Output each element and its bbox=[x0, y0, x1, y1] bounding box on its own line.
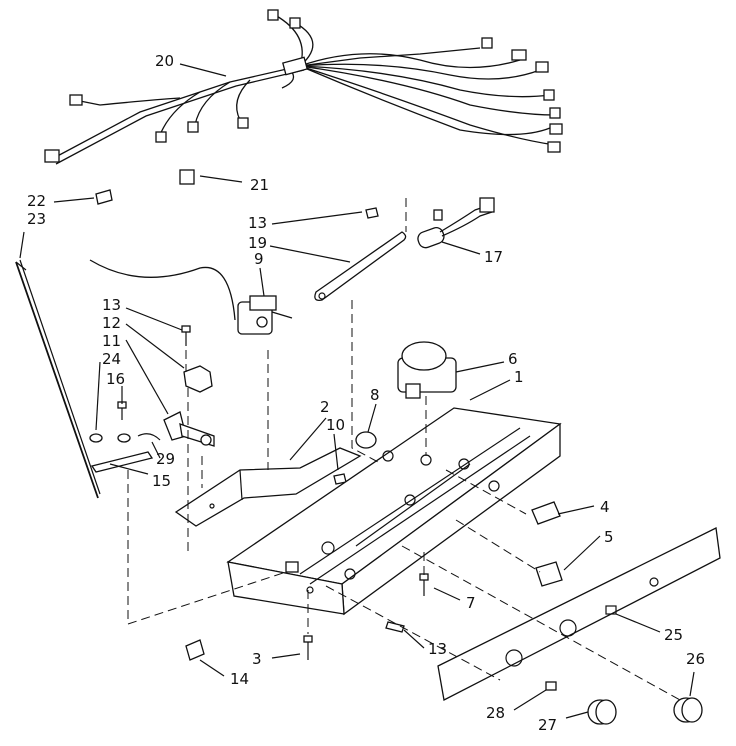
thermostat-9 bbox=[89, 259, 293, 335]
callout-23: 23 bbox=[27, 210, 46, 228]
callout-1: 1 bbox=[514, 368, 524, 386]
defrost-timer-6 bbox=[397, 341, 457, 399]
callout-28: 28 bbox=[486, 704, 505, 722]
callout-labels: 20 21 22 23 13 19 17 9 13 12 11 24 16 6 … bbox=[27, 52, 705, 734]
callout-13-left: 13 bbox=[102, 296, 121, 314]
screw-13-bottom bbox=[385, 621, 405, 633]
wiring-harness bbox=[44, 9, 563, 165]
screw-13-left bbox=[181, 325, 191, 346]
callout-3: 3 bbox=[252, 650, 262, 668]
knob-26 bbox=[673, 697, 703, 723]
defrost-heater-19 bbox=[314, 231, 407, 301]
lever-15 bbox=[90, 433, 154, 473]
callout-14: 14 bbox=[230, 670, 249, 688]
assembly-lines bbox=[127, 198, 681, 701]
callout-4: 4 bbox=[600, 498, 610, 516]
callout-25: 25 bbox=[664, 626, 683, 644]
switch-5 bbox=[535, 561, 563, 587]
switch-4 bbox=[531, 501, 561, 525]
washer-24 bbox=[89, 433, 103, 443]
knob-shaft-11 bbox=[163, 411, 215, 447]
spring-29 bbox=[137, 433, 161, 441]
light-socket-8 bbox=[355, 431, 377, 449]
callout-26: 26 bbox=[686, 650, 705, 668]
callout-9: 9 bbox=[254, 250, 264, 268]
callout-15: 15 bbox=[152, 472, 171, 490]
callout-27: 27 bbox=[538, 716, 557, 734]
callout-11: 11 bbox=[102, 332, 121, 350]
callout-17: 17 bbox=[484, 248, 503, 266]
callout-16: 16 bbox=[106, 370, 125, 388]
defrost-thermostat-17 bbox=[417, 197, 495, 249]
screw-3 bbox=[303, 635, 313, 660]
leader-lines bbox=[19, 63, 695, 719]
callout-2: 2 bbox=[320, 398, 330, 416]
callout-6: 6 bbox=[508, 350, 518, 368]
callout-19: 19 bbox=[248, 234, 267, 252]
control-rod-23 bbox=[15, 259, 101, 499]
screw-16 bbox=[117, 401, 127, 420]
screw-13-top bbox=[365, 207, 379, 219]
knob-27 bbox=[587, 699, 617, 725]
callout-13-bottom: 13 bbox=[428, 640, 447, 658]
callout-29: 29 bbox=[156, 450, 175, 468]
callout-22: 22 bbox=[27, 192, 46, 210]
clip-14 bbox=[185, 639, 205, 661]
callout-5: 5 bbox=[604, 528, 614, 546]
screw-7 bbox=[419, 573, 429, 596]
callout-10: 10 bbox=[326, 416, 345, 434]
callout-8: 8 bbox=[370, 386, 380, 404]
indicator-28 bbox=[545, 681, 557, 691]
callout-24: 24 bbox=[102, 350, 121, 368]
callout-7: 7 bbox=[466, 594, 476, 612]
callout-20: 20 bbox=[155, 52, 174, 70]
mounting-plate-2 bbox=[174, 447, 362, 527]
control-panel-25 bbox=[437, 527, 721, 701]
bracket-12 bbox=[183, 365, 213, 393]
control-housing-1 bbox=[226, 407, 562, 616]
callout-21: 21 bbox=[250, 176, 269, 194]
callout-12: 12 bbox=[102, 314, 121, 332]
clip-part-22 bbox=[95, 189, 113, 205]
callout-13-top: 13 bbox=[248, 214, 267, 232]
clip-part-21 bbox=[179, 169, 195, 185]
